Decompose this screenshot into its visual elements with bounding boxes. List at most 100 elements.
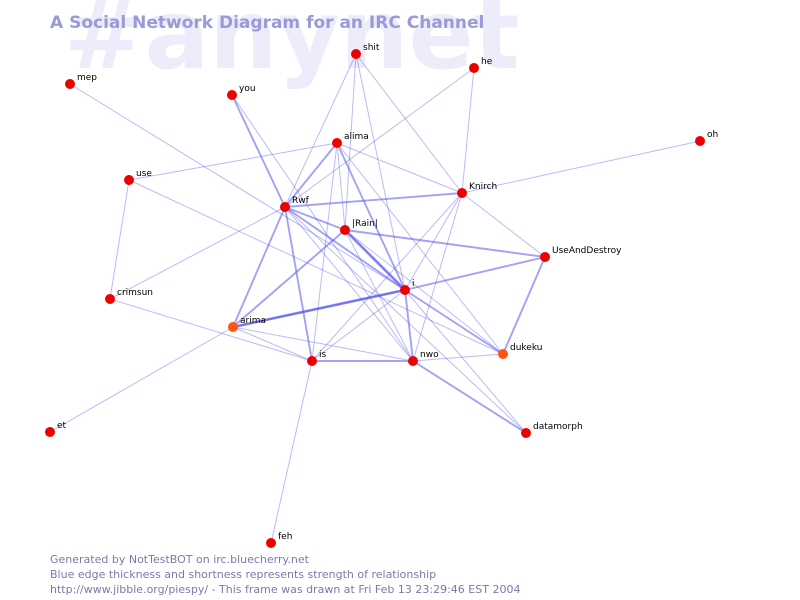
edge-shit-rain: [344, 53, 357, 231]
node-et: et: [45, 421, 67, 437]
edge-arima-nwo: [232, 326, 414, 362]
node-label: use: [136, 169, 152, 179]
node-dot: [45, 427, 55, 437]
node-label: UseAndDestroy: [552, 246, 622, 256]
edge-arima-et: [49, 326, 234, 433]
node-label: mep: [77, 73, 97, 83]
edge-arima-is: [232, 326, 313, 362]
node-dot: [540, 252, 550, 262]
node-i: i: [400, 279, 415, 295]
footer: Generated by NotTestBOT on irc.bluecherr…: [50, 552, 520, 597]
edge-rwf-nwo: [284, 206, 414, 362]
edge-alima-knirch: [336, 142, 463, 194]
node-rwf: Rwf: [280, 196, 310, 212]
node-dot: [228, 322, 238, 332]
edge-rwf-crimsun: [109, 206, 286, 300]
node-useanddestroy: UseAndDestroy: [540, 246, 622, 262]
edge-rwf-rain: [284, 206, 346, 231]
node-dot: [498, 349, 508, 359]
node-dot: [469, 63, 479, 73]
edge-i-useanddestroy: [404, 256, 546, 291]
edge-mep-i: [69, 83, 406, 291]
edge-alima-dukeku: [336, 142, 504, 355]
edge-use-crimsun: [109, 179, 130, 300]
node-dot: [695, 136, 705, 146]
node-dot: [400, 285, 410, 295]
node-label: Knirch: [469, 182, 497, 192]
node-is: is: [307, 350, 327, 366]
edge-i-arima: [232, 289, 406, 328]
footer-legend-note: Blue edge thickness and shortness repres…: [50, 568, 437, 581]
edge-knirch-useanddestroy: [461, 192, 546, 258]
edge-knirch-shit: [355, 53, 463, 194]
edge-rain-i: [344, 229, 406, 291]
node-label: is: [319, 350, 327, 360]
footer-url-timestamp: http://www.jibble.org/piespy/ - This fra…: [50, 583, 521, 596]
edge-you-rwf: [231, 94, 286, 208]
edge-use-alima: [128, 142, 338, 181]
edge-rwf-shit: [284, 53, 357, 208]
node-dot: [351, 49, 361, 59]
edge-rwf-he: [284, 67, 475, 208]
footer-generated-by: Generated by NotTestBOT on irc.bluecherr…: [50, 553, 309, 566]
edge-you-nwo: [231, 94, 414, 362]
node-dot: [65, 79, 75, 89]
edge-rwf-is: [284, 206, 313, 362]
node-oh: oh: [695, 130, 718, 146]
edge-i-datamorph: [404, 289, 527, 434]
node-label: crimsun: [117, 288, 153, 298]
node-label: nwo: [420, 350, 439, 360]
edge-is-feh: [270, 360, 313, 544]
edge-rwf-datamorph: [284, 206, 527, 434]
node-nwo: nwo: [408, 350, 439, 366]
edge-rwf-alima: [284, 142, 338, 208]
node-dot: [266, 538, 276, 548]
edge-rwf-knirch: [284, 192, 463, 208]
edge-knirch-oh: [461, 140, 701, 194]
edge-i-dukeku: [404, 289, 504, 355]
node-dot: [408, 356, 418, 366]
edge-arima-i: [232, 288, 406, 329]
edge-alima-is: [311, 142, 338, 362]
edge-rain-dukeku: [344, 229, 504, 355]
node-label: alima: [344, 132, 369, 142]
edge-knirch-i: [404, 192, 463, 291]
edge-alima-rain: [336, 142, 346, 231]
node-dot: [124, 175, 134, 185]
node-label: oh: [707, 130, 718, 140]
node-rain: |Rain|: [340, 219, 378, 235]
node-label: you: [239, 84, 256, 94]
edge-alima-i: [336, 142, 406, 291]
node-dukeku: dukeku: [498, 343, 542, 359]
node-mep: mep: [65, 73, 97, 89]
edge-arima-rain: [232, 229, 346, 328]
node-label: i: [412, 279, 415, 289]
edge-i-nwo: [404, 289, 414, 362]
diagram-title: A Social Network Diagram for an IRC Chan…: [50, 13, 484, 33]
edge-knirch-he: [461, 67, 475, 194]
edge-nwo-datamorph: [412, 360, 527, 434]
node-dot: [332, 138, 342, 148]
node-dot: [340, 225, 350, 235]
node-dot: [227, 90, 237, 100]
node-label: Rwf: [292, 196, 310, 206]
node-dot: [307, 356, 317, 366]
node-dot: [105, 294, 115, 304]
node-label: arima: [240, 316, 266, 326]
edge-use-dukeku: [128, 179, 504, 355]
edge-rwf-arima: [232, 206, 286, 328]
edge-knirch-is: [311, 192, 463, 362]
node-alima: alima: [332, 132, 369, 148]
node-you: you: [227, 84, 256, 100]
node-dot: [521, 428, 531, 438]
node-shit: shit: [351, 43, 380, 59]
node-use: use: [124, 169, 152, 185]
node-datamorph: datamorph: [521, 422, 583, 438]
node-dot: [457, 188, 467, 198]
node-label: shit: [363, 43, 380, 53]
edge-rwf-i: [284, 206, 406, 291]
node-crimsun: crimsun: [105, 288, 153, 304]
